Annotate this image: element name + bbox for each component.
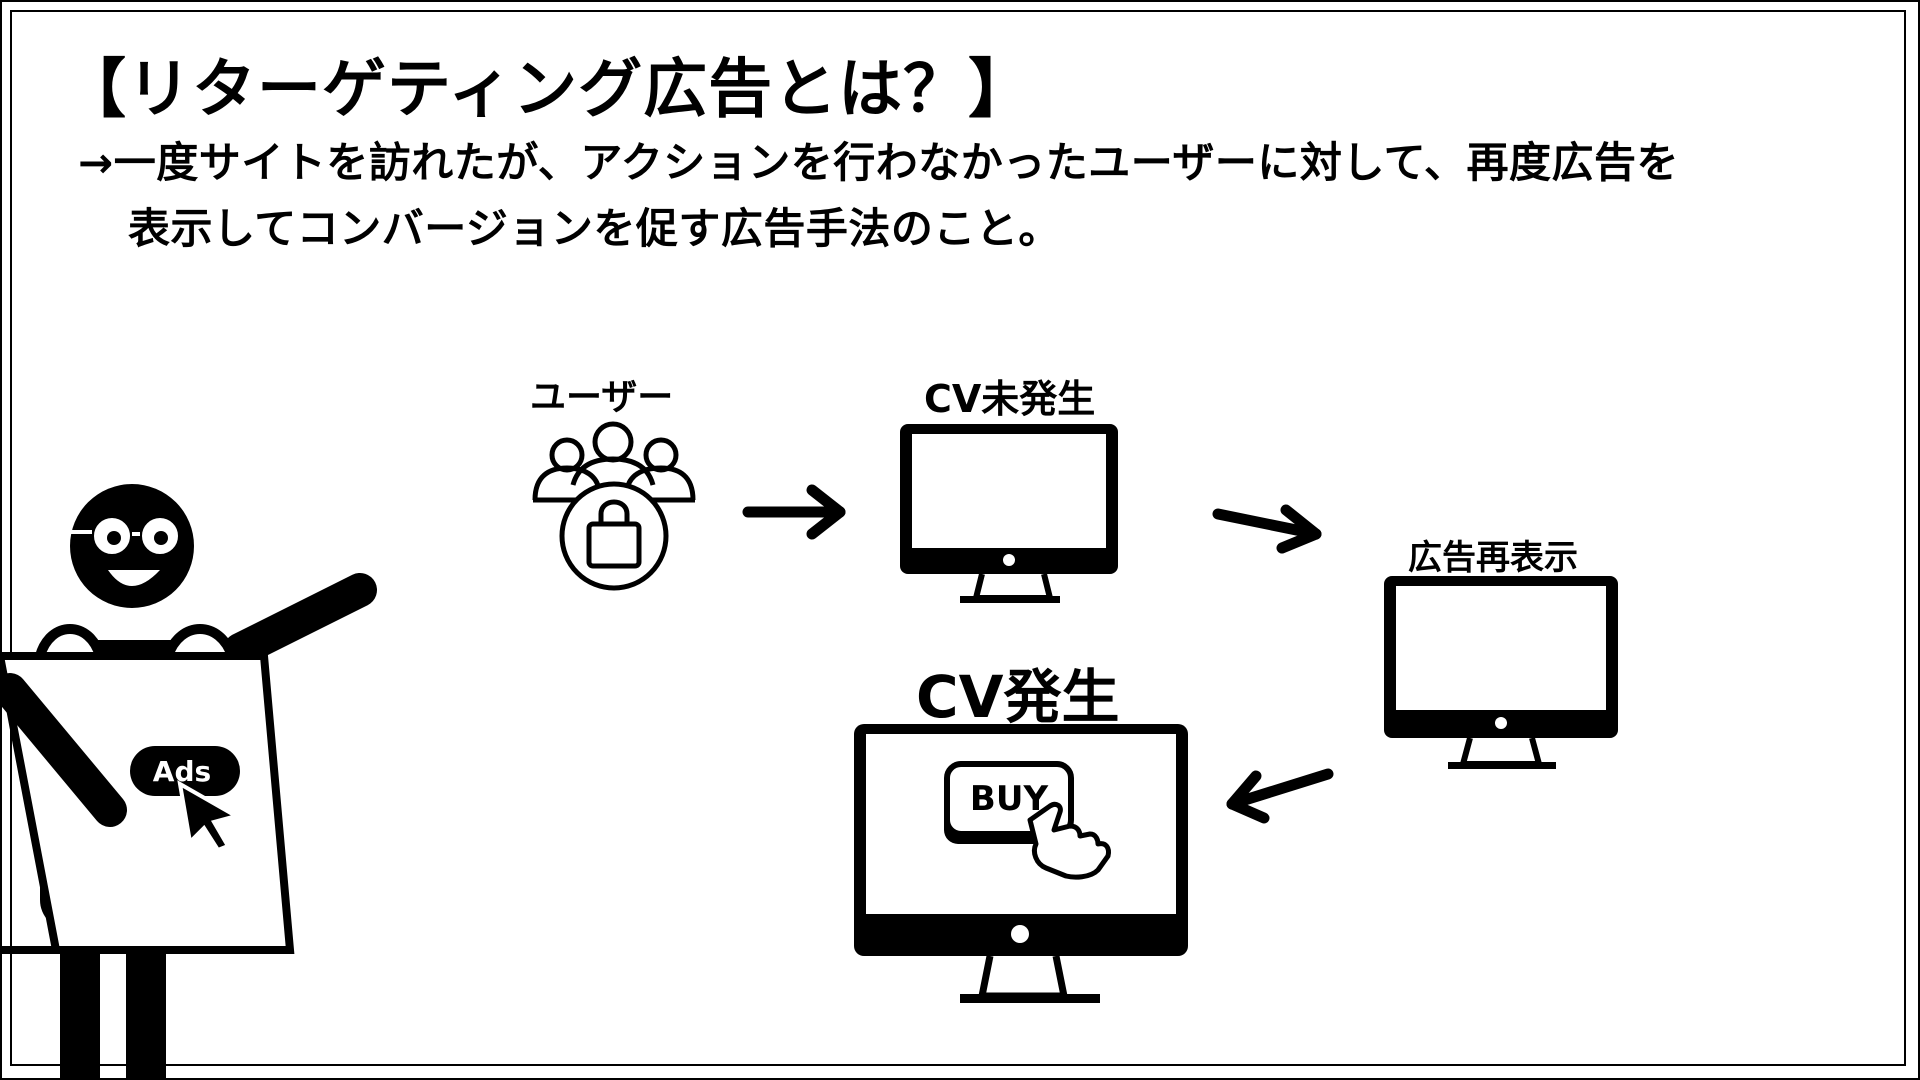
- cv-occurred-label: CV発生: [916, 663, 1120, 731]
- inner-frame: [10, 10, 1906, 1066]
- description-line-1: →一度サイトを訪れたが、アクションを行わなかったユーザーに対して、再度広告を: [78, 138, 1680, 187]
- buy-button-icon: BUY: [944, 761, 1074, 844]
- description: →一度サイトを訪れたが、アクションを行わなかったユーザーに対して、再度広告を 表…: [78, 130, 1868, 262]
- presenter-figure: Ads: [0, 484, 377, 1080]
- ads-badge-label: Ads: [153, 755, 211, 788]
- buy-button-label: BUY: [970, 779, 1049, 819]
- monitor-icon: [900, 424, 1118, 603]
- description-line-2: 表示してコンバージョンを促す広告手法のこと。: [128, 204, 1061, 253]
- ad-redisplay-label: 広告再表示: [1408, 538, 1578, 578]
- arrow-left-icon: [1226, 768, 1334, 824]
- cv-not-occurred-label: CV未発生: [924, 377, 1096, 421]
- arrow-right-icon: [1212, 504, 1322, 554]
- user-label: ユーザー: [530, 377, 674, 418]
- monitor-icon: [1384, 576, 1618, 769]
- page-title: 【リターゲティング広告とは？】: [62, 53, 1034, 127]
- hand-pointer-icon: [1027, 801, 1111, 880]
- cursor-icon: [177, 780, 242, 853]
- users-shopping-bag-icon: [532, 421, 696, 591]
- arrow-right-icon: [742, 484, 846, 540]
